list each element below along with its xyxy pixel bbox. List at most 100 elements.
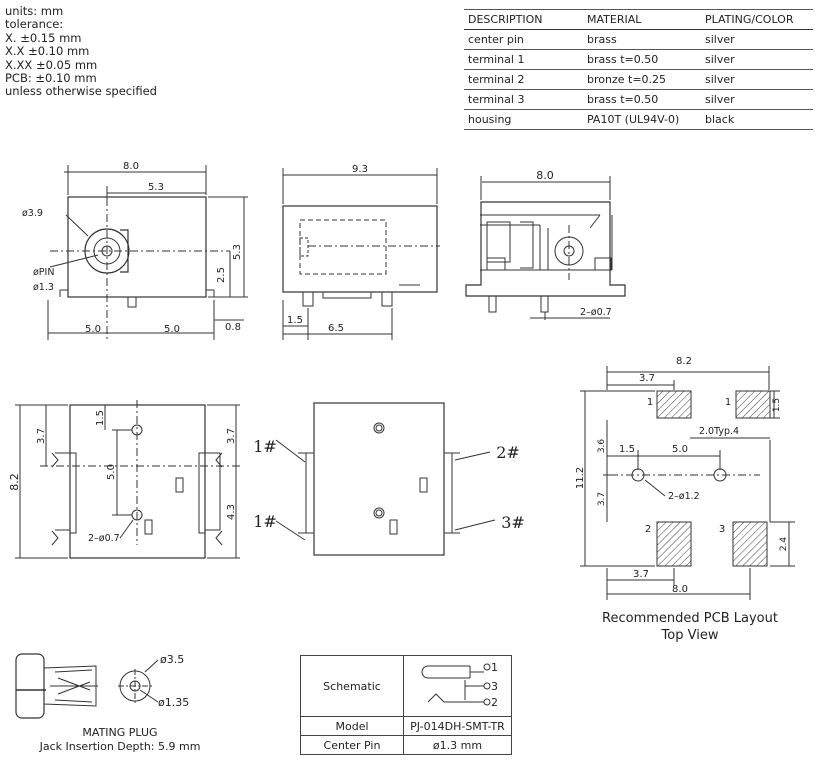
pcb-caption-line2: Top View (661, 628, 719, 643)
top-view (275, 402, 496, 556)
dim-bottom-right-bottom: 4.3 (226, 504, 237, 520)
dim-plug-outer: ø3.5 (160, 653, 184, 666)
dim-front-tab: 0.8 (225, 322, 241, 333)
cell: brass t=0.50 (587, 53, 659, 66)
dim-pcb-holes: 2–ø1.2 (668, 491, 700, 502)
dim-pin-label: øPIN (33, 267, 54, 278)
table-row: terminal 1 brass t=0.50 silver (464, 50, 813, 70)
dim-pcb-left: 3.7 (639, 373, 655, 384)
dim-pcb-pad-bottom: 2.4 (779, 537, 789, 552)
table-row: center pin brass silver (464, 30, 813, 50)
dim-pcb-bottom-section: 3.7 (597, 492, 607, 506)
tolerance-notes: units: mm tolerance: X. ±0.15 mm X.X ±0.… (5, 4, 157, 99)
dim-bottom-small: 1.5 (95, 410, 106, 426)
dim-rear-pins: 2–ø0.7 (580, 307, 612, 318)
cell: terminal 3 (468, 93, 525, 106)
note-line: unless otherwise specified (5, 84, 157, 99)
pcb-layout (580, 366, 795, 600)
note-line: tolerance: (5, 17, 64, 32)
dim-body-diameter: ø3.9 (22, 208, 43, 219)
dim-pcb-hole-pitch: 5.0 (672, 444, 688, 455)
cell: terminal 2 (468, 73, 525, 86)
cell: black (705, 113, 735, 126)
terminal-2-label: 2# (496, 443, 520, 462)
dim-pcb-pad-height: 1.5 (772, 398, 782, 412)
side-view (282, 168, 440, 340)
pad-2-label: 2 (645, 524, 651, 535)
table-row: terminal 2 bronze t=0.25 silver (464, 70, 813, 90)
cell: center pin (468, 33, 524, 46)
terminal-3-label: 3# (501, 513, 525, 532)
rear-view (465, 176, 626, 320)
cell: brass t=0.50 (587, 93, 659, 106)
dim-rear-width: 8.0 (536, 169, 554, 182)
table-row: Center Pin ø1.3 mm (300, 735, 512, 755)
dim-front-center-height: 2.5 (216, 267, 227, 283)
dim-front-height: 5.3 (232, 244, 243, 260)
pad-3-label: 3 (719, 524, 725, 535)
cell: silver (705, 53, 735, 66)
dim-pcb-bottom-left: 3.7 (633, 569, 649, 580)
table-row: Schematic (300, 655, 512, 717)
pad-1a-label: 1 (647, 397, 653, 408)
dim-pcb-typ: 2.0Typ.4 (699, 426, 739, 437)
cell: terminal 1 (468, 53, 525, 66)
dim-bottom-height: 8.2 (8, 473, 21, 491)
dim-front-left: 5.0 (85, 324, 101, 335)
mating-plug (15, 653, 159, 719)
header-material: MATERIAL (587, 13, 642, 26)
dim-bottom-top: 3.7 (36, 428, 47, 444)
schematic-table: Schematic Model PJ-014DH-SMT-TR Center P… (300, 655, 512, 755)
model-label: Model (300, 716, 404, 736)
dim-bottom-mid: 5.0 (106, 464, 117, 480)
center-pin-value: ø1.3 mm (403, 735, 512, 755)
cell: silver (705, 73, 735, 86)
dim-front-width: 8.0 (123, 161, 139, 172)
note-line: PCB: ±0.10 mm (5, 71, 97, 86)
pad-1b-label: 1 (725, 397, 731, 408)
dim-pcb-bottom-width: 8.0 (672, 584, 688, 595)
schematic-label: Schematic (300, 655, 404, 717)
dim-front-right: 5.0 (164, 324, 180, 335)
cell: bronze t=0.25 (587, 73, 667, 86)
note-line: X.X ±0.10 mm (5, 44, 90, 59)
table-row: Model PJ-014DH-SMT-TR (300, 716, 512, 736)
header-plating: PLATING/COLOR (705, 13, 794, 26)
cell: PA10T (UL94V-0) (587, 113, 680, 126)
front-view (47, 165, 248, 340)
bottom-view (15, 400, 240, 559)
pcb-caption: Recommended PCB Layout Top View (598, 610, 782, 644)
note-line: units: mm (5, 4, 64, 18)
dim-side-pin-offset: 1.5 (287, 315, 303, 326)
dim-pcb-width: 8.2 (676, 356, 692, 367)
dim-side-pin-pitch: 6.5 (328, 323, 344, 334)
header-description: DESCRIPTION (468, 13, 543, 26)
mating-plug-caption: MATING PLUG Jack Insertion Depth: 5.9 mm (20, 726, 220, 754)
dim-bottom-holes: 2–ø0.7 (88, 533, 120, 544)
terminal-1b-label: 1# (253, 512, 277, 531)
table-row: terminal 3 brass t=0.50 silver (464, 90, 813, 110)
cell: silver (705, 93, 735, 106)
table-row: housing PA10T (UL94V-0) black (464, 110, 813, 130)
materials-header-row: DESCRIPTION MATERIAL PLATING/COLOR (464, 9, 813, 30)
dim-front-pin-offset: 5.3 (148, 182, 164, 193)
dim-pcb-top-section: 3.6 (597, 439, 607, 454)
dim-pin-size: ø1.3 (33, 282, 54, 293)
center-pin-label: Center Pin (300, 735, 404, 755)
schematic-symbol-cell (403, 655, 512, 717)
dim-side-length: 9.3 (352, 164, 368, 175)
mating-plug-title: MATING PLUG (82, 726, 158, 739)
note-line: X. ±0.15 mm (5, 30, 82, 45)
dim-plug-inner: ø1.35 (158, 696, 189, 709)
dim-bottom-right-top: 3.7 (226, 428, 237, 444)
materials-table: DESCRIPTION MATERIAL PLATING/COLOR cente… (464, 9, 813, 130)
pcb-caption-line1: Recommended PCB Layout (602, 611, 778, 626)
terminal-1-label: 1# (253, 437, 277, 456)
note-line: X.XX ±0.05 mm (5, 57, 98, 72)
mating-plug-depth: Jack Insertion Depth: 5.9 mm (39, 740, 201, 753)
cell: silver (705, 33, 735, 46)
cell: brass (587, 33, 617, 46)
cell: housing (468, 113, 512, 126)
dim-pcb-hole-offset: 1.5 (619, 444, 635, 455)
